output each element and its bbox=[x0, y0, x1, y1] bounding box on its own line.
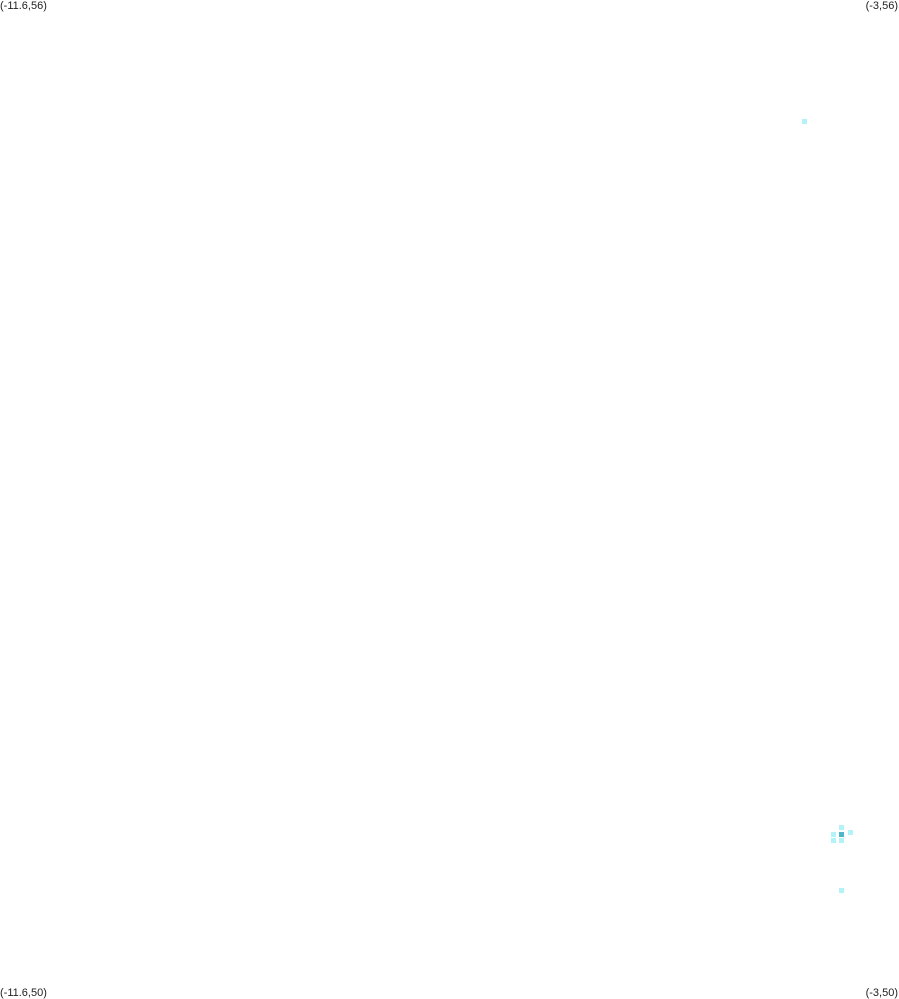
corner-label-bottom-left: (-11.6,50) bbox=[0, 987, 47, 999]
grid-cell bbox=[831, 832, 836, 837]
corner-label-top-left: (-11.6,56) bbox=[0, 0, 47, 12]
grid-cell bbox=[839, 825, 844, 830]
corner-label-top-right: (-3,56) bbox=[865, 0, 898, 12]
grid-cell bbox=[839, 832, 844, 837]
corner-label-bottom-right: (-3,50) bbox=[865, 987, 898, 999]
grid-cell bbox=[839, 888, 844, 893]
grid-cell bbox=[848, 830, 853, 835]
grid-cell bbox=[802, 119, 807, 124]
grid-cell bbox=[831, 838, 836, 843]
grid-cell bbox=[839, 838, 844, 843]
